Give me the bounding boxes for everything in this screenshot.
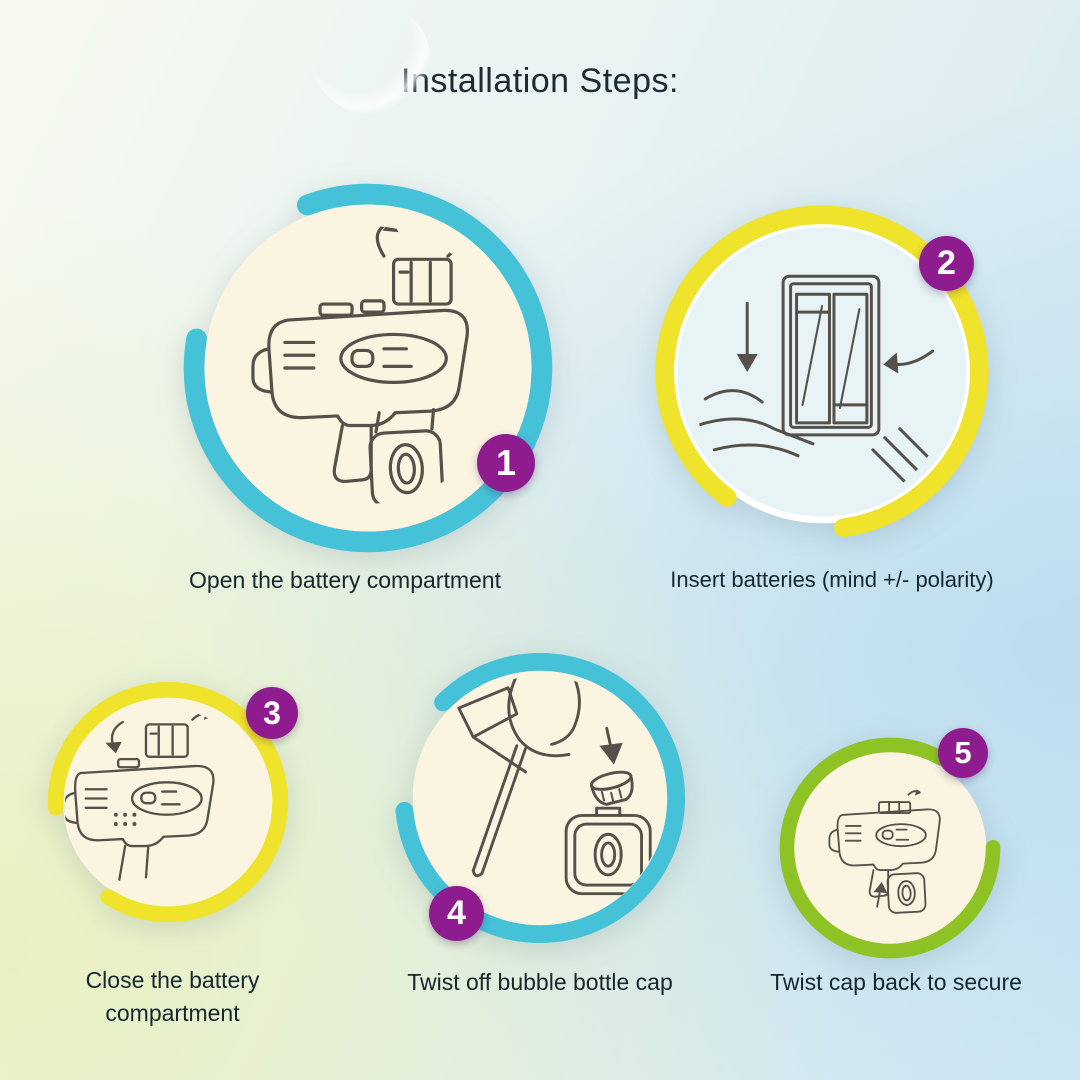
step-3-caption: Close the battery compartment (85, 967, 260, 1027)
step-2-number: 2 (937, 244, 956, 282)
step-4-badge: 4 (429, 886, 484, 941)
step-1-arc (183, 183, 553, 553)
close-battery-lid-illustration (64, 710, 215, 881)
step-1-number: 1 (495, 442, 517, 483)
step-3-circle (47, 681, 289, 923)
step-2-caption: Insert batteries (mind +/- polarity) (670, 567, 994, 592)
step-3-arc (47, 681, 289, 923)
step-2-circle (655, 205, 989, 539)
twist-off-bottle-cap-illustration (457, 676, 652, 896)
step-2 (652, 202, 992, 542)
bubble-gun-open-battery-lid-illustration (251, 225, 477, 504)
step-3-disc (63, 697, 273, 907)
step-5-caption: Twist cap back to secure (770, 969, 1022, 995)
twist-cap-back-illustration (828, 789, 941, 914)
step-1-caption: Open the battery compartment (189, 567, 501, 593)
step-1-badge: 1 (477, 434, 535, 492)
step-2-badge: 2 (919, 236, 974, 291)
step-5-badge: 5 (938, 728, 988, 778)
step-5-arc (779, 737, 1001, 959)
step-5-number: 5 (954, 735, 972, 770)
step-5 (778, 736, 1002, 960)
step-2-arc (655, 205, 989, 539)
step-3-number: 3 (263, 694, 281, 731)
step-4-caption: Twist off bubble bottle cap (407, 969, 673, 995)
step-3 (46, 680, 290, 924)
bubble-decoration (312, 2, 430, 114)
step-1 (180, 180, 556, 556)
page-title: Installation Steps: (401, 62, 679, 100)
step-4-number: 4 (447, 894, 466, 932)
step-3-badge: 3 (246, 687, 298, 739)
insert-batteries-illustration (694, 274, 953, 500)
step-1-circle (183, 183, 553, 553)
step-5-circle (779, 737, 1001, 959)
step-5-disc (793, 751, 987, 945)
